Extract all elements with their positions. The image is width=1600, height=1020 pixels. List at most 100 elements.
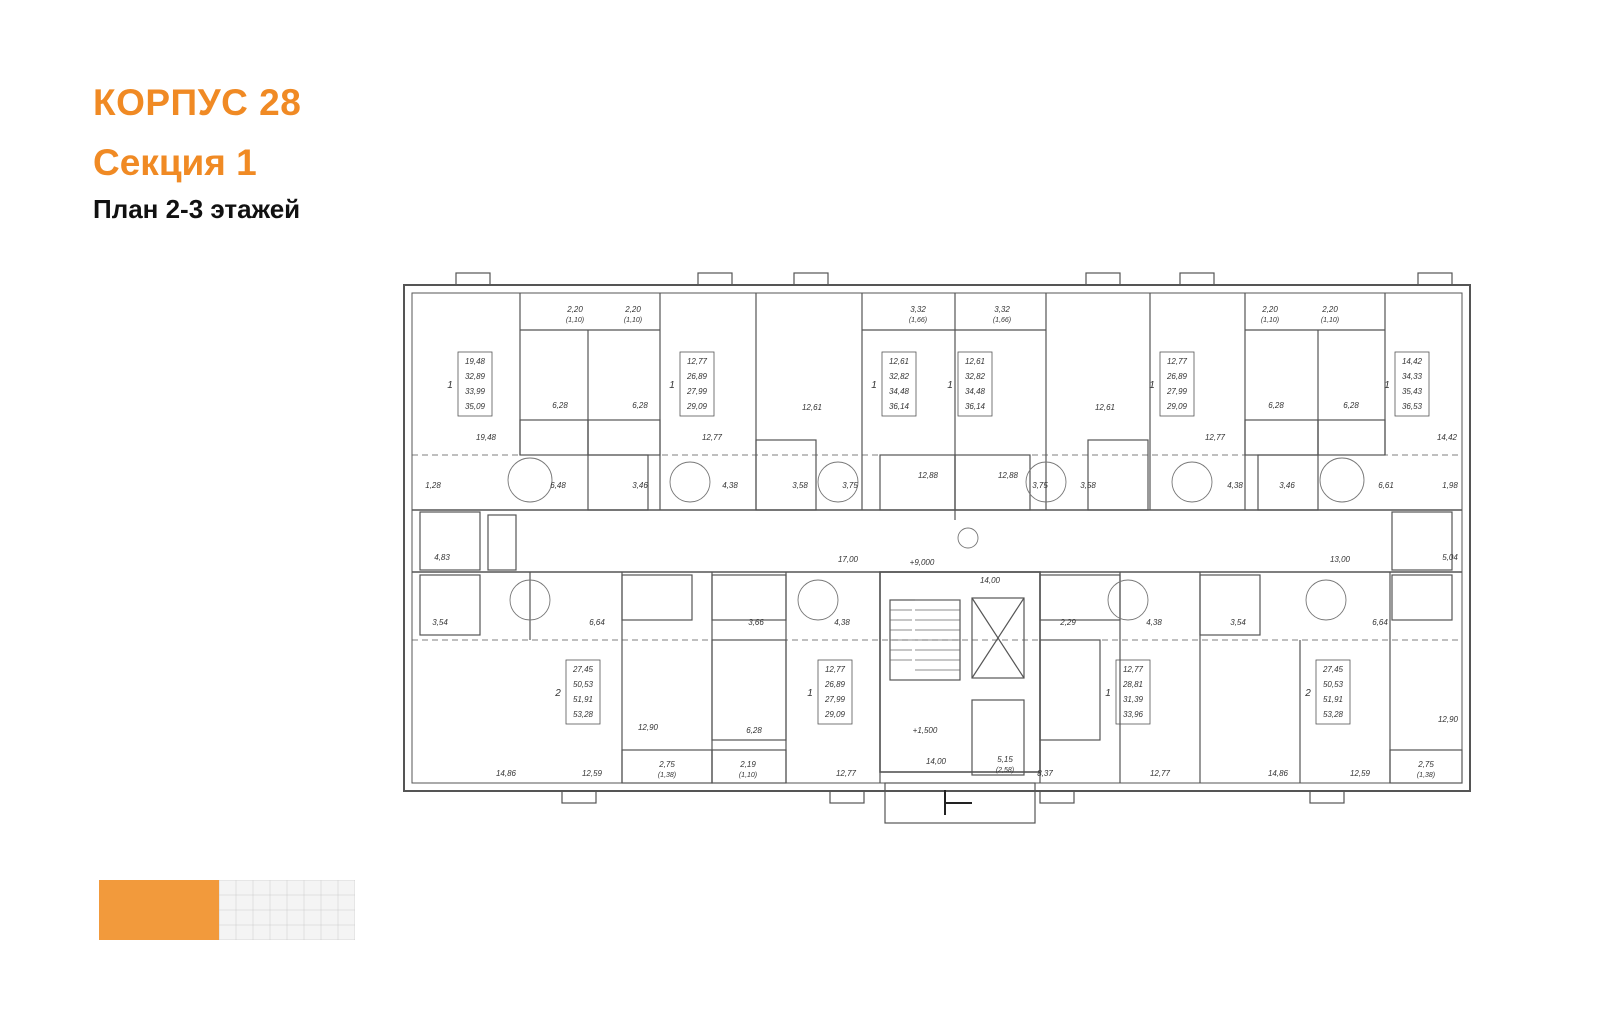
apartment-area: 19,48 [465, 357, 486, 366]
room-area: 6,28 [1268, 401, 1284, 410]
apartment-area: 31,39 [1123, 695, 1144, 704]
room-area: 3,46 [632, 481, 648, 490]
apartment-card [1159, 351, 1195, 417]
apartment-area: 27,45 [572, 665, 594, 674]
apartment-rooms: 2 [554, 688, 561, 699]
floor-legend-grid [219, 880, 355, 940]
apartment-area: 32,82 [965, 372, 986, 381]
room-area: 3,58 [792, 481, 808, 490]
room-area: 6,64 [589, 618, 605, 627]
room-area: 6,28 [1343, 401, 1359, 410]
apartment-rooms: 1 [1384, 380, 1390, 391]
apartment-area: 36,53 [1402, 402, 1423, 411]
room-area: 6,64 [1372, 618, 1388, 627]
room-area: 8,37 [1037, 769, 1053, 778]
apartment-card [1394, 351, 1430, 417]
balcony-area: 2,20 [566, 305, 583, 314]
section-title: Секция 1 [93, 142, 257, 183]
apartment-area: 12,61 [965, 357, 985, 366]
room-area: 6,28 [552, 401, 568, 410]
apartment-card [565, 659, 601, 725]
room-area: 3,46 [1279, 481, 1295, 490]
room-area: 4,38 [834, 618, 850, 627]
apartment-card [1315, 659, 1351, 725]
corridor-area: 13,00 [1330, 555, 1351, 564]
apartment-rooms: 1 [807, 688, 813, 699]
balcony-area: 2,20 [1321, 305, 1338, 314]
apartment-area: 51,91 [573, 695, 593, 704]
entrance-area: 14,00 [926, 757, 947, 766]
apartment-area: 35,43 [1402, 387, 1423, 396]
apartment-area: 26,89 [686, 372, 708, 381]
balcony-area-reduced: (1,38) [1417, 772, 1435, 779]
landing-area: 14,00 [980, 576, 1001, 585]
apartment-area: 12,77 [687, 357, 708, 366]
balcony-area: 3,32 [910, 305, 926, 314]
apartment-area: 50,53 [1323, 680, 1344, 689]
room-area: 3,66 [748, 618, 764, 627]
room-area: 6,28 [632, 401, 648, 410]
apartment-area: 12,61 [889, 357, 909, 366]
balcony-area-reduced: (1,10) [624, 317, 642, 324]
balcony-area: 2,19 [739, 760, 756, 769]
apartment-rooms: 1 [1105, 688, 1111, 699]
apartment-area: 35,09 [465, 402, 486, 411]
vestibule-area: 5,15 [997, 755, 1013, 764]
room-area: 12,61 [802, 403, 822, 412]
apartment-card [1115, 659, 1151, 725]
balcony-area-reduced: (1,10) [1261, 317, 1279, 324]
balcony-area-reduced: (1,66) [909, 317, 927, 324]
apartment-area: 26,89 [1166, 372, 1188, 381]
apartment-rooms: 2 [1304, 688, 1311, 699]
room-area: 4,83 [434, 553, 450, 562]
apartment-area: 29,09 [686, 402, 708, 411]
apartment-rooms: 1 [871, 380, 877, 391]
outer-wall [403, 284, 1471, 792]
apartment-area: 36,14 [889, 402, 910, 411]
room-area: 2,29 [1059, 618, 1076, 627]
corridor-area: 17,00 [838, 555, 859, 564]
apartment-area: 34,33 [1402, 372, 1423, 381]
apartment-area: 29,09 [1166, 402, 1188, 411]
room-area: 5,04 [1442, 553, 1458, 562]
room-area: 12,88 [918, 471, 939, 480]
apartment-card [679, 351, 715, 417]
apartment-area: 32,89 [465, 372, 486, 381]
apartment-area: 12,77 [1123, 665, 1144, 674]
balcony-area-reduced: (1,10) [566, 317, 584, 324]
apartment-area: 33,96 [1123, 710, 1144, 719]
balcony-area: 2,20 [624, 305, 641, 314]
floor-legend-block [99, 880, 219, 940]
room-area: 1,98 [1442, 481, 1458, 490]
room-area: 19,48 [476, 433, 497, 442]
apartment-area: 33,99 [465, 387, 486, 396]
apartment-card [881, 351, 917, 417]
balcony-area-reduced: (1,38) [658, 772, 676, 779]
apartment-area: 53,28 [1323, 710, 1344, 719]
room-area: 14,86 [496, 769, 517, 778]
apartment-area: 12,77 [825, 665, 846, 674]
building-title: КОРПУС 28 [93, 82, 302, 123]
room-area: 3,58 [1080, 481, 1096, 490]
apartment-area: 27,99 [824, 695, 846, 704]
apartment-area: 51,91 [1323, 695, 1343, 704]
room-area: 12,77 [1205, 433, 1226, 442]
apartment-area: 34,48 [965, 387, 986, 396]
apartment-area: 14,42 [1402, 357, 1423, 366]
room-area: 6,61 [1378, 481, 1394, 490]
room-area: 12,77 [836, 769, 857, 778]
apartment-area: 27,45 [1322, 665, 1344, 674]
room-area: 12,90 [638, 723, 659, 732]
floor-plan-label: План 2-3 этажей [93, 194, 301, 224]
apartment-rooms: 1 [947, 380, 953, 391]
apartment-card [957, 351, 993, 417]
room-area: 12,61 [1095, 403, 1115, 412]
apartment-rooms: 1 [1149, 380, 1155, 391]
room-area: 14,86 [1268, 769, 1289, 778]
room-area: 3,54 [1230, 618, 1246, 627]
apartment-area: 12,77 [1167, 357, 1188, 366]
balcony-area-reduced: (1,10) [1321, 317, 1339, 324]
apartment-card [457, 351, 493, 417]
room-area: 12,77 [1150, 769, 1171, 778]
